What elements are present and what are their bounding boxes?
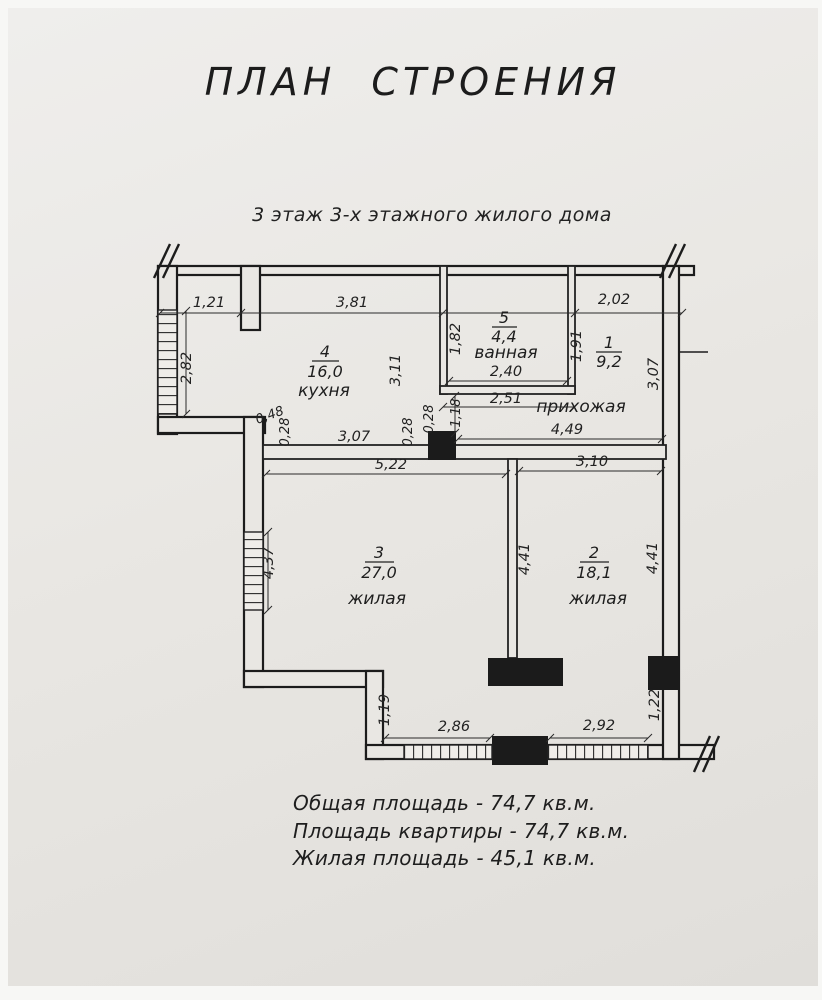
page-subtitle: 3 этаж 3-х этажного жилого дома bbox=[252, 204, 612, 226]
wall-break-marks bbox=[152, 243, 721, 773]
dim-top-right: 2,02 bbox=[598, 292, 630, 308]
dim-right-upper: 3,07 bbox=[646, 357, 662, 390]
dim-top-left: 1,21 bbox=[193, 295, 225, 311]
dim-bottom-window-right: 2,92 bbox=[583, 718, 615, 734]
page-title: ПЛАН СТРОЕНИЯ bbox=[204, 60, 622, 104]
room-bath-number: 5 bbox=[499, 308, 509, 327]
room-living2-number: 2 bbox=[589, 543, 599, 562]
dim-room3-height: 4,41 bbox=[517, 543, 533, 575]
dimension-labels: 1,21 3,81 2,02 2,40 2,51 3,07 4,49 5,22 … bbox=[179, 292, 663, 735]
outer-walls bbox=[156, 264, 716, 761]
dim-room3-width: 5,22 bbox=[375, 457, 407, 473]
room-living3-area: 27,0 bbox=[361, 563, 397, 582]
dim-bottom-window-left: 2,86 bbox=[438, 719, 470, 735]
area-summary: Общая площадь - 74,7 кв.м. Площадь кварт… bbox=[293, 790, 629, 873]
room-living2-area: 18,1 bbox=[576, 563, 612, 582]
room-kitchen-name: кухня bbox=[298, 381, 350, 401]
dim-kitchen-height: 3,11 bbox=[388, 354, 404, 386]
windows bbox=[157, 309, 649, 760]
interior-walls bbox=[262, 265, 667, 659]
floor-plan: 4 16,0 кухня 5 4,4 ванная 1 9,2 прихожая… bbox=[152, 243, 721, 773]
solid-piers bbox=[428, 431, 680, 765]
room-living2-name: жилая bbox=[568, 589, 627, 609]
dim-room2-width: 3,10 bbox=[576, 454, 608, 470]
dim-bath-width: 2,40 bbox=[490, 364, 522, 380]
dim-room2-height: 4,41 bbox=[645, 542, 661, 574]
room-living3-name: жилая bbox=[347, 589, 406, 609]
dim-bath-right: 1,91 bbox=[569, 330, 585, 362]
fraction-bars bbox=[312, 326, 622, 563]
dim-small-c: 0,28 bbox=[401, 418, 416, 447]
dim-kitchen-width: 3,07 bbox=[338, 429, 371, 445]
dim-left-lower-window: 4,37 bbox=[261, 546, 277, 579]
room-hall-area: 9,2 bbox=[596, 352, 621, 371]
room-labels: 4 16,0 кухня 5 4,4 ванная 1 9,2 прихожая… bbox=[298, 308, 627, 609]
dim-notch-right: 1,22 bbox=[647, 689, 663, 721]
room-kitchen-area: 16,0 bbox=[307, 362, 343, 381]
dimension-lines bbox=[155, 306, 687, 743]
room-living3-number: 3 bbox=[374, 543, 384, 562]
summary-total-area: Общая площадь - 74,7 кв.м. bbox=[293, 791, 596, 815]
dim-duct-side: 1,18 bbox=[449, 399, 464, 428]
summary-apartment-area: Площадь квартиры - 74,7 кв.м. bbox=[293, 818, 630, 843]
dim-small-d: 0,28 bbox=[422, 405, 437, 434]
dim-bath-left: 1,82 bbox=[448, 323, 464, 355]
dim-top-mid: 3,81 bbox=[336, 295, 368, 311]
dim-hall-width: 4,49 bbox=[551, 422, 583, 438]
summary-living-area: Жилая площадь - 45,1 кв.м. bbox=[293, 846, 597, 870]
dim-hall-lower: 2,51 bbox=[490, 391, 522, 407]
room-hall-number: 1 bbox=[604, 333, 614, 352]
room-bath-name: ванная bbox=[474, 343, 537, 363]
dim-notch-left: 1,19 bbox=[377, 694, 393, 726]
room-bath-area: 4,4 bbox=[491, 327, 516, 346]
dim-small-b: 0,28 bbox=[278, 418, 293, 447]
dim-left-window: 2,82 bbox=[179, 352, 195, 384]
room-kitchen-number: 4 bbox=[320, 342, 330, 361]
room-hall-name: прихожая bbox=[536, 397, 625, 417]
